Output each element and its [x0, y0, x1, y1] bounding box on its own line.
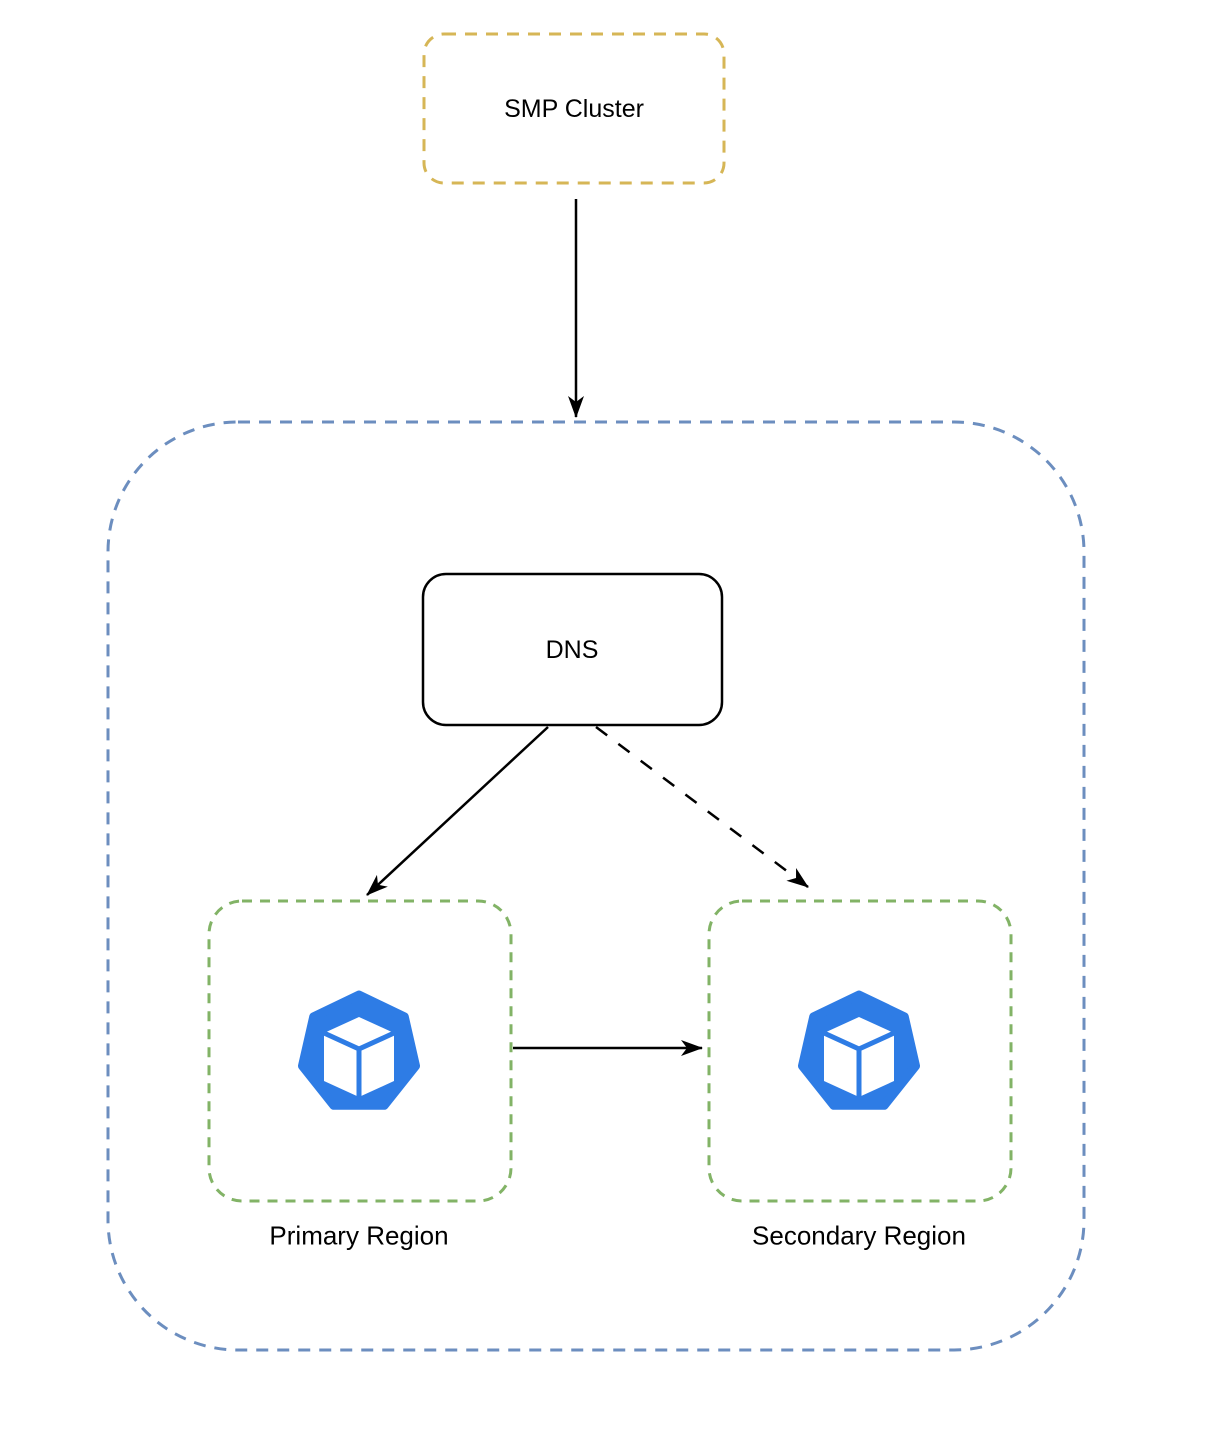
secondary-region-box: [707, 899, 1013, 1203]
dns-box: [421, 572, 724, 727]
edge-dns-to-secondary: [595, 726, 809, 888]
smp-cluster-box: [422, 32, 726, 185]
primary-region-box: [207, 899, 513, 1203]
kubernetes-cluster-icon: [298, 990, 420, 1110]
region-group-box: [106, 420, 1086, 1352]
kubernetes-cluster-icon: [798, 990, 920, 1110]
edge-dns-to-primary: [366, 726, 549, 896]
primary-region-label: Primary Region: [269, 1220, 449, 1251]
secondary-region-label: Secondary Region: [752, 1220, 966, 1251]
smp-cluster-label: SMP Cluster: [504, 95, 644, 123]
cube-seams: [322, 1030, 396, 1097]
dns-label: DNS: [545, 636, 599, 664]
cube-seams: [822, 1030, 896, 1097]
